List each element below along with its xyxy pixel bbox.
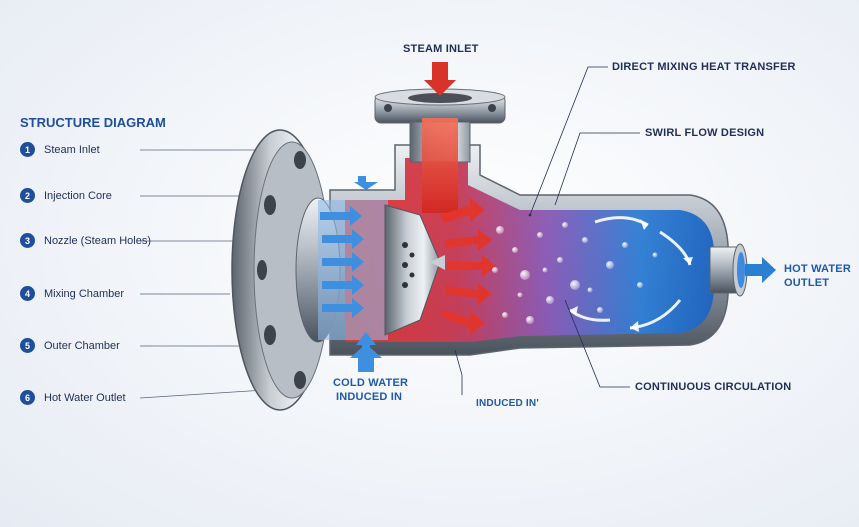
- callout-induced-in: INDUCED IN': [476, 398, 539, 409]
- callout-leader-lines: [454, 66, 640, 395]
- legend-number: 4: [20, 286, 35, 301]
- callout-swirl-flow: SWIRL FLOW DESIGN: [645, 127, 765, 139]
- legend-label: Injection Core: [44, 189, 112, 202]
- left-mounting-flange: [231, 129, 341, 411]
- legend-label: Mixing Chamber: [44, 287, 125, 300]
- diagram-title: STRUCTURE DIAGRAM: [20, 115, 166, 130]
- legend-item-outer-chamber: 5 Outer Chamber: [20, 338, 120, 353]
- legend-item-hot-water-outlet: 6 Hot Water Outlet: [20, 390, 126, 405]
- legend-label: Steam Inlet: [44, 143, 100, 156]
- legend-number: 1: [20, 142, 35, 157]
- legend-item-mixing-chamber: 4 Mixing Chamber: [20, 286, 124, 301]
- steam-jets: [440, 198, 496, 335]
- legend-label: Hot Water Outlet: [44, 391, 126, 404]
- legend-item-injection-core: 2 Injection Core: [20, 188, 112, 203]
- callout-hot-water-outlet-line2: OUTLET: [784, 277, 830, 289]
- legend-label: Outer Chamber: [44, 339, 120, 352]
- callout-direct-mixing: DIRECT MIXING HEAT TRANSFER: [612, 61, 796, 73]
- callout-hot-water-outlet-line1: HOT WATER: [784, 263, 851, 275]
- swirl-arrowheads: [570, 219, 693, 332]
- legend-number: 3: [20, 233, 35, 248]
- steam-inlet-arrow: [424, 62, 456, 96]
- legend-label: Nozzle (Steam Holes): [44, 234, 151, 247]
- cold-water-inlet-arrow: [350, 344, 382, 372]
- legend-number: 5: [20, 338, 35, 353]
- legend-number: 2: [20, 188, 35, 203]
- callout-continuous-circulation: CONTINUOUS CIRCULATION: [635, 381, 792, 393]
- hot-water-outlet-pipe: [709, 243, 776, 297]
- callout-cold-water-line1: COLD WATER: [333, 377, 409, 389]
- legend-item-steam-inlet: 1 Steam Inlet: [20, 142, 100, 157]
- legend-item-nozzle: 3 Nozzle (Steam Holes): [20, 233, 151, 248]
- callout-cold-water-line2: INDUCED IN: [336, 391, 403, 403]
- mixing-bubbles: [492, 222, 658, 324]
- legend-number: 6: [20, 390, 35, 405]
- callout-steam-inlet: STEAM INLET: [403, 43, 479, 55]
